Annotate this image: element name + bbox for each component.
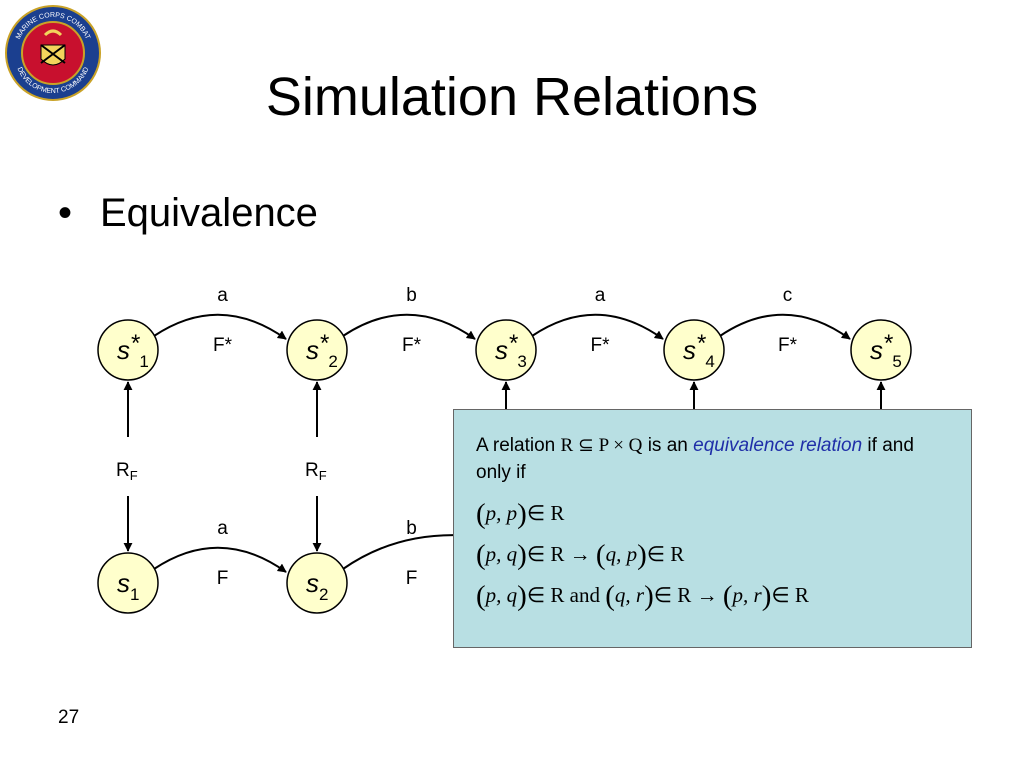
top-edge-3-map-label: F* (591, 335, 611, 356)
intro-mid: is an (647, 435, 688, 456)
transitive-in-rel-2: ∈ R → (653, 583, 718, 607)
top-node-5: s*5 (850, 319, 912, 381)
relation-subset-math: R ⊆ P × Q (560, 435, 643, 456)
bullet-text: Equivalence (100, 191, 318, 235)
top-edge-1-map-label: F* (213, 335, 233, 356)
top-node-3-label: s*3 (495, 330, 527, 371)
top-node-3-circle (475, 319, 537, 381)
transitive-in-rel-3: ∈ R (771, 583, 809, 607)
bottom-node-1: s1 (97, 552, 159, 614)
top-edge-2-map-label: F* (402, 335, 422, 356)
bottom-edge-2-map-label: F (406, 568, 418, 589)
top-node-1-circle (97, 319, 159, 381)
top-node-2-label: s*2 (306, 330, 338, 371)
symmetric-pair-1: p, q (485, 542, 518, 566)
transitive-pair-2: q, r (614, 583, 645, 607)
definition-intro: A relation R ⊆ P × Q is an equivalence r… (476, 432, 951, 486)
top-node-5-circle (850, 319, 912, 381)
symmetric-pair-2: q, p (605, 542, 638, 566)
reflexive-in-rel: ∈ R (526, 501, 565, 525)
bottom-edge-2-event-label: b (406, 518, 417, 539)
marine-corps-logo: MARINE CORPS COMBAT DEVELOPMENT COMMAND (5, 5, 101, 101)
top-edge-3-event-label: a (595, 285, 606, 306)
bottom-node-2: s2 (286, 552, 348, 614)
top-node-1-label: s*1 (117, 330, 149, 371)
symmetric-formula: (p, q)∈ R → (q, p)∈ R (476, 539, 685, 571)
bullet-item: • Equivalence (58, 188, 318, 238)
page-number: 27 (58, 707, 80, 728)
top-edge-1-event-label: a (217, 285, 228, 306)
top-node-4-circle (663, 319, 725, 381)
symmetric-in-rel-2: ∈ R (646, 542, 685, 566)
bottom-node-1-label: s1 (117, 568, 139, 604)
definition-box: A relation R ⊆ P × Q is an equivalence r… (453, 409, 972, 648)
top-node-5-label: s*5 (870, 330, 902, 371)
top-node-2-circle (286, 319, 348, 381)
top-node-4: s*4 (663, 319, 725, 381)
top-edge-2-arrow (342, 313, 476, 340)
intro-prefix: A relation (476, 435, 556, 456)
bottom-edge-1-event-label: a (217, 518, 228, 539)
slide-title: Simulation Relations (265, 67, 759, 127)
top-edge-1-arrow (153, 313, 287, 340)
top-node-2: s*2 (286, 319, 348, 381)
equivalence-term: equivalence relation (693, 435, 863, 456)
bottom-edge-1-map-label: F (217, 568, 229, 589)
transitive-pair-1: p, q (485, 583, 518, 607)
transitive-pair-3: p, r (732, 583, 762, 607)
relation-label-1: RF (116, 460, 138, 483)
bullet-marker: • (58, 191, 73, 235)
top-node-3: s*3 (475, 319, 537, 381)
transitive-in-rel-1: ∈ R (526, 583, 565, 607)
bottom-node-1-circle (97, 552, 159, 614)
relation-label-2: RF (305, 460, 327, 483)
top-edge-4-event-label: c (783, 285, 793, 306)
bottom-node-2-label: s2 (306, 568, 328, 604)
reflexive-formula: (p, p)∈ R (476, 498, 565, 530)
symmetric-in-rel-1: ∈ R → (526, 542, 591, 566)
top-edge-2-event-label: b (406, 285, 417, 306)
top-node-4-label: s*4 (683, 330, 715, 371)
top-edge-4-arrow (719, 313, 851, 340)
bottom-node-2-circle (286, 552, 348, 614)
top-edge-3-arrow (531, 313, 664, 340)
bottom-edge-1-arrow (153, 546, 287, 573)
intro-suffix: if and only if (476, 435, 914, 483)
transitive-and: and (569, 583, 600, 607)
reflexive-pair: p, p (485, 501, 518, 525)
transitive-formula: (p, q)∈ R and (q, r)∈ R → (p, r)∈ R (476, 580, 809, 612)
top-node-1: s*1 (97, 319, 159, 381)
top-edge-4-map-label: F* (778, 335, 798, 356)
